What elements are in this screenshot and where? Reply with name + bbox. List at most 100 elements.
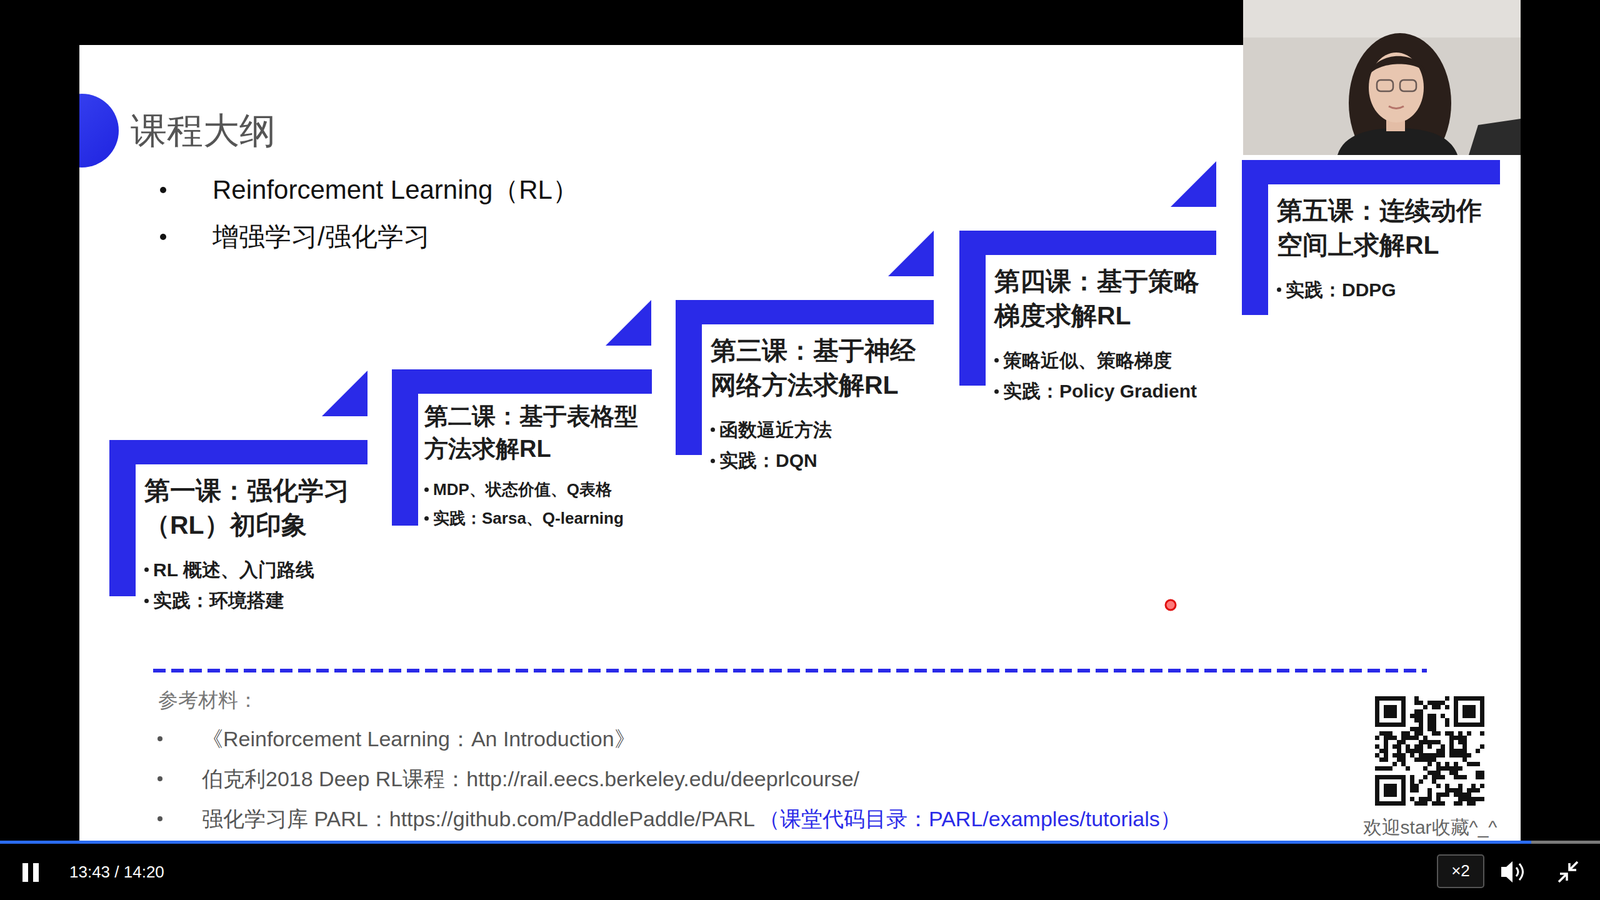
qr-module (1383, 722, 1389, 727)
qr-module (1401, 731, 1406, 736)
lesson-step: 第四课：基于策略梯度求解RL策略近似、策略梯度实践：Policy Gradien… (959, 230, 1217, 407)
qr-module (1480, 775, 1485, 780)
qr-module (1401, 757, 1406, 762)
qr-module (1466, 753, 1472, 758)
qr-module (1453, 718, 1459, 723)
qr-module (1427, 753, 1432, 758)
qr-module (1440, 801, 1445, 806)
lesson-point: 策略近似、策略梯度 (994, 345, 1172, 377)
step-border (109, 440, 136, 597)
webcam-mouth (1388, 106, 1404, 109)
qr-module (1401, 709, 1406, 714)
qr-module (1462, 748, 1467, 754)
qr-module (1383, 696, 1389, 701)
lesson-point: 实践：DDPG (1276, 274, 1397, 306)
qr-module (1375, 696, 1380, 701)
qr-module (1414, 718, 1419, 723)
qr-module (1375, 792, 1380, 797)
qr-module (1445, 761, 1450, 767)
lesson-point: 实践：Sarsa、Q-learning (424, 503, 624, 533)
qr-module (1418, 744, 1424, 749)
qr-module (1475, 696, 1480, 701)
qr-module (1388, 696, 1393, 701)
qr-module (1423, 757, 1428, 762)
qr-module (1414, 783, 1419, 789)
qr-module (1396, 740, 1402, 745)
qr-module (1414, 744, 1419, 749)
qr-module (1401, 775, 1406, 780)
webcam-wall (1243, 0, 1521, 155)
qr-module (1383, 740, 1389, 745)
qr-module (1392, 788, 1397, 793)
qr-module (1410, 775, 1415, 780)
step-triangle (605, 300, 652, 346)
qr-module (1462, 796, 1467, 802)
step-border (959, 230, 986, 386)
qr-module (1379, 696, 1384, 701)
qr-module (1388, 788, 1393, 793)
qr-module (1383, 748, 1389, 754)
webcam-fringe (1368, 56, 1427, 75)
lesson-point: 实践：DQN (710, 445, 818, 477)
qr-module (1427, 700, 1432, 705)
qr-module (1401, 753, 1406, 758)
qr-module (1453, 713, 1459, 719)
lesson-point: 实践：环境搭建 (144, 585, 285, 617)
qr-module (1453, 788, 1459, 793)
qr-module (1453, 770, 1459, 775)
qr-module (1383, 783, 1389, 789)
qr-module (1427, 744, 1432, 749)
lesson-title: 第五课：连续动作空间上求解RL (1276, 193, 1493, 264)
title-marker (79, 93, 119, 168)
qr-module (1383, 744, 1389, 749)
qr-module (1414, 713, 1419, 719)
qr-module (1396, 757, 1402, 762)
qr-module (1379, 748, 1384, 754)
qr-module (1445, 705, 1450, 710)
qr-module (1375, 709, 1380, 714)
step-content: 第四课：基于策略梯度求解RL策略近似、策略梯度实践：Policy Gradien… (959, 230, 1217, 407)
qr-module (1414, 726, 1419, 732)
qr-module (1375, 796, 1380, 802)
qr-module (1449, 788, 1454, 793)
qr-module (1418, 753, 1424, 758)
qr-module (1396, 722, 1402, 727)
qr-module (1427, 722, 1432, 727)
reference-note: （课堂代码目录：PARL/examples/tutorials） (758, 806, 1182, 832)
qr-module (1414, 700, 1419, 705)
webcam-body (1337, 128, 1458, 155)
qr-module (1410, 788, 1415, 793)
qr-module (1375, 713, 1380, 719)
qr-module (1462, 740, 1467, 745)
qr-module (1388, 731, 1393, 736)
lesson-step: 第五课：连续动作空间上求解RL 实践：DDPG (1241, 160, 1500, 315)
qr-module (1414, 801, 1419, 806)
qr-module (1379, 801, 1384, 806)
qr-module (1427, 718, 1432, 723)
pause-icon (22, 863, 29, 882)
lesson-title: 第一课：强化学习（RL）初印象 (144, 473, 360, 544)
qr-module (1471, 713, 1476, 719)
qr-module (1414, 735, 1419, 740)
qr-module (1392, 744, 1397, 749)
step-border (391, 369, 652, 394)
qr-module (1462, 696, 1467, 701)
qr-module (1427, 713, 1432, 719)
qr-module (1396, 696, 1402, 701)
qr-module (1388, 709, 1393, 714)
qr-module (1440, 700, 1445, 705)
lesson-title: 第三课：基于神经网络方法求解RL (710, 333, 927, 404)
qr-module (1475, 788, 1480, 793)
qr-module (1379, 722, 1384, 727)
qr-module (1418, 726, 1424, 732)
qr-module (1458, 735, 1463, 740)
qr-module (1388, 801, 1393, 806)
qr-module (1458, 792, 1463, 797)
qr-module (1392, 801, 1397, 806)
lesson-point: 实践：Policy Gradient (994, 375, 1197, 407)
step-border (675, 300, 702, 455)
qr-module (1431, 801, 1437, 806)
bullet-dot (157, 776, 163, 782)
qr-module (1388, 713, 1393, 719)
